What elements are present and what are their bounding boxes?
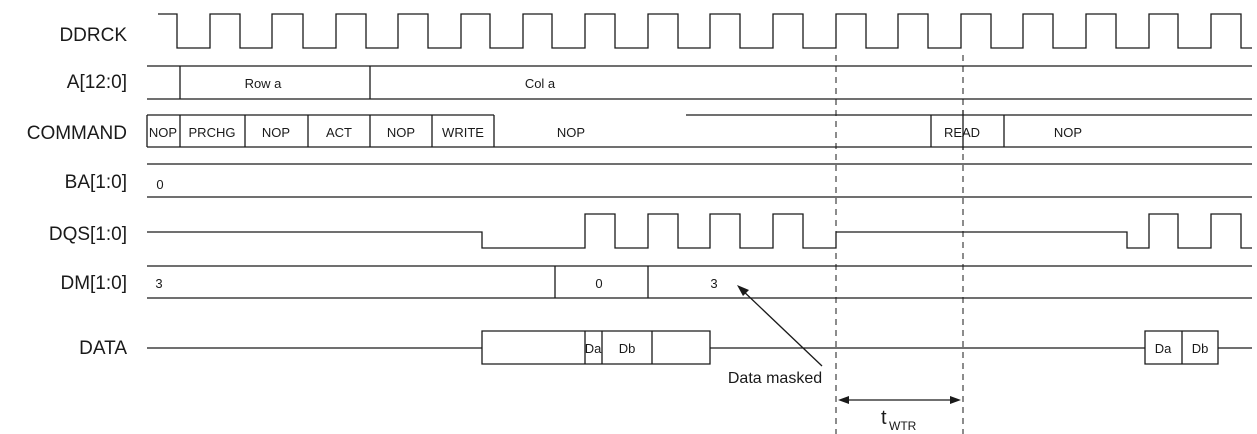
ba-value: 0: [156, 177, 163, 192]
label-ba: BA[1:0]: [65, 172, 127, 193]
twtr-arrowhead-left: [838, 396, 849, 404]
data-write-da: Da: [585, 341, 602, 356]
cmd-read: READ: [944, 125, 980, 140]
cmd-prchg: PRCHG: [189, 125, 236, 140]
addr-row: Row a: [245, 76, 283, 91]
masked-arrow: [739, 287, 823, 367]
cmd-nop-1: NOP: [149, 125, 177, 140]
label-ddrck: DDRCK: [59, 25, 127, 46]
dm-bus: 3 0 3: [147, 265, 1252, 299]
cmd-nop-4: NOP: [557, 125, 585, 140]
addr-col: Col a: [525, 76, 556, 91]
twtr-arrowhead-right: [950, 396, 961, 404]
dm-value-3: 3: [710, 276, 717, 291]
data-bus: Da Db Da Db: [147, 330, 1252, 365]
label-data: DATA: [79, 338, 127, 359]
data-read-da: Da: [1155, 341, 1172, 356]
twtr-annotation: t WTR: [838, 396, 961, 433]
twtr-label: t: [881, 407, 887, 429]
dm-value-2: 0: [595, 276, 602, 291]
cmd-write: WRITE: [442, 125, 484, 140]
cmd-act: ACT: [326, 125, 352, 140]
data-masked-annotation: Data masked: [728, 285, 823, 387]
cmd-nop-3: NOP: [387, 125, 415, 140]
data-write-db: Db: [619, 341, 636, 356]
dqs-waveform: [147, 213, 1252, 249]
cmd-nop-5: NOP: [1054, 125, 1082, 140]
label-command: COMMAND: [27, 123, 127, 144]
label-dm: DM[1:0]: [60, 273, 127, 294]
twtr-subscript: WTR: [889, 419, 917, 433]
addr-bus: Row a Col a: [147, 65, 1252, 100]
command-bus: NOP PRCHG NOP ACT NOP WRITE NOP READ NOP: [146, 114, 1252, 148]
cmd-nop-2: NOP: [262, 125, 290, 140]
masked-arrowhead: [737, 285, 749, 296]
label-dqs: DQS[1:0]: [49, 224, 127, 245]
data-read-db: Db: [1192, 341, 1209, 356]
dm-value-1: 3: [155, 276, 162, 291]
ddrck-waveform: [158, 13, 1252, 49]
data-masked-label: Data masked: [728, 370, 822, 387]
label-addr: A[12:0]: [67, 72, 127, 93]
signal-labels: DDRCK A[12:0] COMMAND BA[1:0] DQS[1:0] D…: [27, 25, 128, 359]
ba-bus: 0: [147, 163, 1252, 198]
